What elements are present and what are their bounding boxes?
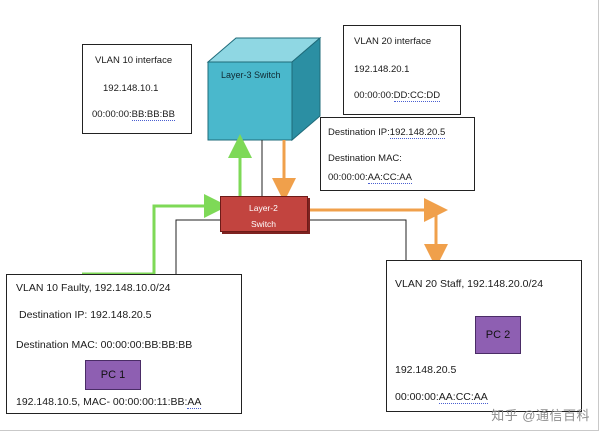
layer3-switch[interactable] xyxy=(206,36,322,142)
pc2[interactable]: PC 2 xyxy=(475,316,521,354)
pc2-label: PC 2 xyxy=(485,329,511,341)
vlan10-interface-title: VLAN 10 interface xyxy=(95,55,173,66)
layer2-switch-label-line2: Switch xyxy=(251,219,277,229)
cables xyxy=(175,140,407,274)
layer2-switch-label-line1: Layer-2 xyxy=(249,203,278,213)
vlan20-staff-title: VLAN 20 Staff, 192.148.20.0/24 xyxy=(395,278,544,290)
destination-ip: Destination IP:192.148.20.5 xyxy=(328,127,446,139)
vlan10-faulty-dest-mac: Destination MAC: 00:00:00:BB:BB:BB xyxy=(16,339,193,351)
cable-l2-vlan20 xyxy=(308,219,407,260)
vlan10-interface-mac: 00:00:00:BB:BB:BB xyxy=(92,109,175,121)
vlan10-faulty-footer: 192.148.10.5, MAC- 00:00:00:11:BB:AA xyxy=(16,396,202,409)
watermark: 知乎 @通信百科 xyxy=(491,408,590,423)
vlan20-staff-mac: 00:00:00:AA:CC:AA xyxy=(395,391,488,404)
vlan10-faulty-title: VLAN 10 Faulty, 192.148.10.0/24 xyxy=(16,282,171,294)
vlan20-staff-box: VLAN 20 Staff, 192.148.20.0/24 PC 2 192.… xyxy=(386,260,582,412)
green-path xyxy=(82,134,252,276)
destination-mac: 00:00:00:AA:CC:AA xyxy=(328,172,412,184)
vlan20-interface-ip: 192.148.20.1 xyxy=(354,64,410,75)
vlan20-interface-box: VLAN 20 interface 192.148.20.1 00:00:00:… xyxy=(343,25,461,115)
pc1[interactable]: PC 1 xyxy=(85,360,141,390)
destination-mac-label: Destination MAC: xyxy=(328,153,402,164)
vlan20-interface-mac: 00:00:00:DD:CC:DD xyxy=(354,90,441,102)
destination-box: Destination IP:192.148.20.5 Destination … xyxy=(320,117,475,191)
vlan10-faulty-dest-ip: Destination IP: 192.148.20.5 xyxy=(19,309,152,321)
layer3-switch-label: Layer-3 Switch xyxy=(221,70,281,80)
green-path-pc1-to-l2 xyxy=(82,194,228,276)
layer2-switch[interactable]: Layer-2 Switch xyxy=(220,196,308,232)
vlan10-interface-ip: 192.148.10.1 xyxy=(103,83,159,94)
cable-l2-vlan10 xyxy=(175,219,220,274)
vlan20-staff-ip: 192.148.20.5 xyxy=(395,364,457,376)
vlan10-interface-box: VLAN 10 interface 192.148.10.1 00:00:00:… xyxy=(82,44,192,134)
orange-path xyxy=(272,140,448,268)
vlan20-interface-title: VLAN 20 interface xyxy=(354,36,432,47)
pc1-label: PC 1 xyxy=(100,369,126,381)
vlan10-faulty-box: VLAN 10 Faulty, 192.148.10.0/24 Destinat… xyxy=(6,274,242,414)
